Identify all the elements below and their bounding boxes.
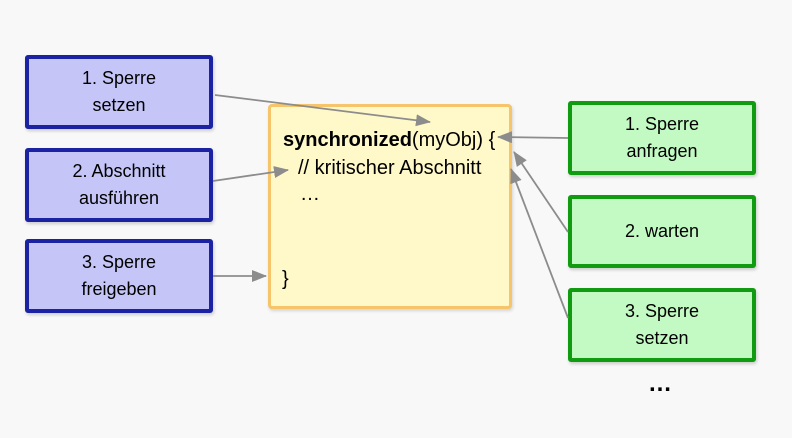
right-step-1-line1: 1. Sperre <box>624 114 700 134</box>
left-step-2-line1: 2. Abschnitt <box>72 161 166 181</box>
left-step-2-line2: ausführen <box>78 188 160 208</box>
code-keyword: synchronized <box>283 129 412 151</box>
left-step-2-box: 2. Abschnitt ausführen <box>25 148 213 222</box>
left-step-3-line1: 3. Sperre <box>81 252 157 272</box>
right-step-1-line2: anfragen <box>626 141 698 161</box>
right-step-3-line1: 3. Sperre <box>624 301 700 321</box>
code-line-synchronized: synchronized(myObj) { <box>283 126 495 154</box>
arrow-right-step2-to-code <box>513 151 569 233</box>
right-step-2-line1: 2. warten <box>624 221 700 241</box>
right-step-3-line2: setzen <box>635 328 689 348</box>
arrow-right-step3-to-code <box>510 168 569 319</box>
code-line1-rest: (myObj) { <box>411 129 496 151</box>
left-step-1-line1: 1. Sperre <box>81 68 157 88</box>
left-step-3-box: 3. Sperre freigeben <box>25 239 213 313</box>
code-line-comment: // kritischer Abschnitt <box>298 157 482 179</box>
left-step-1-box: 1. Sperre setzen <box>25 55 213 129</box>
code-box: synchronized(myObj) { // kritischer Absc… <box>268 104 512 309</box>
left-step-3-line2: freigeben <box>81 279 157 299</box>
code-line-ellipsis: … <box>300 183 322 205</box>
right-step-1-box: 1. Sperre anfragen <box>568 101 756 175</box>
code-line-closing-brace: } <box>282 268 289 290</box>
right-step-2-box: 2. warten <box>568 195 756 268</box>
right-step-3-box: 3. Sperre setzen <box>568 288 756 362</box>
left-step-1-line2: setzen <box>92 95 146 115</box>
continuation-ellipsis: … <box>648 370 674 397</box>
